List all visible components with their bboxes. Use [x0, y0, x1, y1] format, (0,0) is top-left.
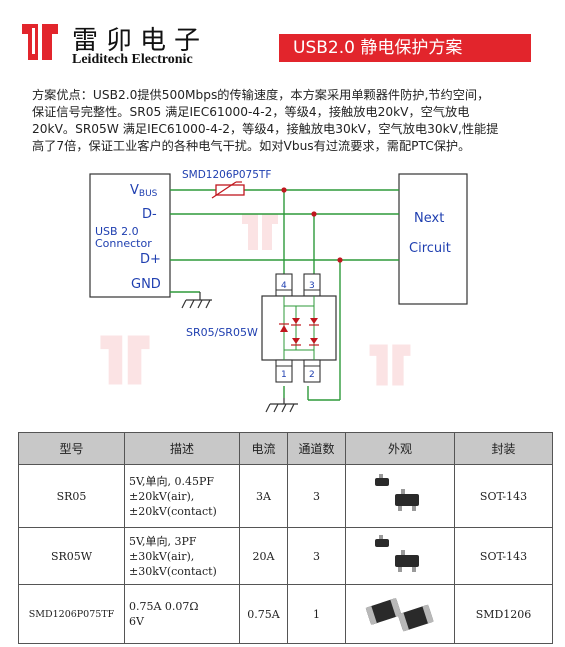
cell-channels: 1 [287, 584, 346, 644]
description-line: ±20kV(air), [129, 489, 195, 503]
cell-current: 20A [239, 527, 288, 585]
product-spec-table: 型号 描述 电流 通道数 外观 封装 SR05 5V,单向, 0.45PF ±2… [18, 432, 553, 644]
cell-package: SOT-143 [454, 464, 553, 528]
pin-label-gnd: GND [131, 277, 161, 292]
cell-model: SR05 [18, 464, 125, 528]
pin-label-vbus: VBUS [130, 183, 158, 199]
pin-number: 4 [281, 281, 287, 291]
cell-current: 3A [239, 464, 288, 528]
cell-appearance [345, 464, 455, 528]
cell-description: 5V,单向, 0.45PF ±20kV(air), ±20kV(contact) [124, 464, 240, 528]
pin-number: 1 [281, 370, 287, 380]
ptc-fuse-icon [211, 181, 245, 199]
header-package: 封装 [454, 432, 553, 465]
next-circuit-box [398, 173, 468, 305]
table-row: SMD1206P075TF 0.75A 0.07Ω 6V 0.75A 1 [18, 584, 553, 644]
pin-label-dminus: D- [142, 207, 157, 222]
description-line: ±20kV(contact) [129, 504, 217, 518]
sot143-package-icon [375, 534, 419, 572]
description-line: ±30kV(air), [129, 549, 195, 563]
description-line: 6V [129, 615, 144, 628]
cell-channels: 3 [287, 527, 346, 585]
protection-circuit-diagram: USB 2.0 Connector VBUS D- D+ GND Next Ci… [89, 169, 468, 413]
cell-description: 0.75A 0.07Ω 6V [124, 584, 240, 644]
tvs-diode-icon [280, 318, 318, 344]
cell-model: SR05W [18, 527, 125, 585]
brand-name-en: Leiditech Electronic [72, 52, 193, 67]
ground-icon [265, 398, 298, 413]
pin-number: 2 [309, 370, 315, 380]
pin-number: 3 [309, 281, 315, 291]
brand-name-cn: 雷卯电子 [72, 26, 209, 56]
description-line: 高了7倍，保证工业客户的各种电气干扰。如对Vbus有过流要求，需配PTC保护。 [32, 139, 471, 153]
cell-current: 0.75A [239, 584, 288, 644]
description-line: 0.75A 0.07Ω [129, 600, 199, 613]
pin-label-vbus-sub: BUS [139, 189, 158, 199]
next-circuit-label: Next [414, 211, 444, 226]
description-line: 保证信号完整性。SR05 满足IEC61000-4-2，等级4，接触放电20kV… [32, 105, 470, 119]
cell-package: SOT-143 [454, 527, 553, 585]
tvs-array-package: 4 3 1 2 [261, 273, 337, 383]
description-line: ±30kV(contact) [129, 564, 217, 578]
cell-appearance [345, 527, 455, 585]
header-appearance: 外观 [345, 432, 455, 465]
smd1206-package-icon [365, 597, 434, 632]
ground-icon [181, 292, 212, 309]
description-line: 5V,单向, 3PF [129, 534, 197, 548]
connector-label: USB 2.0 [95, 225, 139, 238]
cell-model: SMD1206P075TF [18, 584, 125, 644]
table-row: SR05W 5V,单向, 3PF ±30kV(air), ±30kV(conta… [18, 527, 553, 585]
leiditech-logo [22, 24, 58, 60]
cell-package: SMD1206 [454, 584, 553, 644]
table-header-row: 型号 描述 电流 通道数 外观 封装 [18, 432, 553, 465]
cell-appearance [345, 584, 455, 644]
description-line: 方案优点：USB2.0提供500Mbps的传输速度，本方案采用单颗器件防护,节约… [32, 88, 490, 102]
pin-label-dplus: D+ [140, 252, 161, 267]
header-current: 电流 [239, 432, 288, 465]
pin-label-vbus-main: V [130, 183, 139, 198]
header-channels: 通道数 [287, 432, 346, 465]
connector-label: Connector [95, 237, 152, 250]
fuse-label: SMD1206P075TF [182, 169, 271, 181]
cell-description: 5V,单向, 3PF ±30kV(air), ±30kV(contact) [124, 527, 240, 585]
next-circuit-label: Circuit [409, 241, 451, 256]
tvs-label: SR05/SR05W [186, 326, 258, 339]
description-line: 5V,单向, 0.45PF [129, 474, 215, 488]
header-description: 描述 [124, 432, 240, 465]
usb-connector-box [89, 173, 171, 298]
solution-description: 方案优点：USB2.0提供500Mbps的传输速度，本方案采用单颗器件防护,节约… [32, 87, 542, 155]
cell-channels: 3 [287, 464, 346, 528]
page-title: USB2.0 静电保护方案 [279, 34, 531, 62]
header-model: 型号 [18, 432, 125, 465]
table-row: SR05 5V,单向, 0.45PF ±20kV(air), ±20kV(con… [18, 464, 553, 528]
sot143-package-icon [375, 473, 419, 511]
description-line: 20kV。SR05W 满足IEC61000-4-2，等级4，接触放电30kV，空… [32, 122, 499, 136]
